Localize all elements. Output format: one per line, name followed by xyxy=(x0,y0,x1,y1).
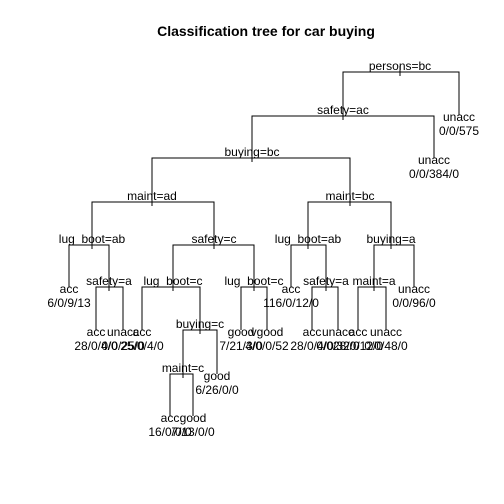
leaf-class-label: acc xyxy=(303,325,322,339)
leaf-counts-label: 28/0/12/0 xyxy=(333,339,383,353)
tree-edge xyxy=(141,286,201,330)
split-label: safety=a xyxy=(303,274,349,288)
tree-edge xyxy=(373,244,415,287)
split-label: persons=bc xyxy=(369,59,431,73)
split-label: buying=a xyxy=(366,232,415,246)
leaf-class-label: good xyxy=(228,325,255,339)
leaf-class-label: acc xyxy=(161,411,180,425)
tree-edge xyxy=(91,201,215,245)
tree-labels: persons=bc safety=ac buying=bc maint=ad lug_… xyxy=(47,59,479,439)
leaf-counts-label: 25/0/4/0 xyxy=(120,339,164,353)
leaf-counts-label: 0/0/32/0 xyxy=(316,339,360,353)
leaf-class-label: unacc xyxy=(418,153,450,167)
leaf-counts-label: 0/0/384/0 xyxy=(409,167,459,181)
split-label: buying=bc xyxy=(224,145,279,159)
leaf-counts-label: 0/0/25/0 xyxy=(101,339,145,353)
leaf-class-label: unacc xyxy=(398,282,430,296)
leaf-class-label: unacc xyxy=(322,325,354,339)
tree-title: Classification tree for car buying xyxy=(157,23,375,39)
leaf-counts-label: 0/0/48/0 xyxy=(364,339,408,353)
leaf-counts-label: 6/0/9/13 xyxy=(47,296,91,310)
split-label: maint=ad xyxy=(127,189,177,203)
split-label: lug_boot=c xyxy=(224,274,283,288)
leaf-class-label: vgood xyxy=(251,325,284,339)
leaf-class-label: acc xyxy=(282,282,301,296)
split-label: lug_boot=ab xyxy=(275,232,342,246)
tree-edge xyxy=(311,286,339,330)
tree-edge xyxy=(169,373,194,416)
split-label: maint=bc xyxy=(325,189,374,203)
leaf-class-label: unacc xyxy=(443,110,475,124)
split-label: maint=c xyxy=(162,361,204,375)
split-label: safety=ac xyxy=(317,103,369,117)
leaf-class-label: acc xyxy=(87,325,106,339)
tree-edge xyxy=(342,71,460,116)
split-label: lug_boot=ab xyxy=(59,232,126,246)
leaf-counts-label: 6/26/0/0 xyxy=(195,383,239,397)
leaf-counts-label: 0/0/96/0 xyxy=(392,296,436,310)
leaf-counts-label: 0/0/575 xyxy=(439,124,479,138)
leaf-class-label: acc xyxy=(349,325,368,339)
tree-edge xyxy=(151,157,351,202)
leaf-class-label: good xyxy=(204,369,231,383)
split-label: maint=a xyxy=(352,274,395,288)
leaf-class-label: good xyxy=(180,411,207,425)
leaf-counts-label: 28/0/4/0 xyxy=(74,339,118,353)
split-label: safety=a xyxy=(86,274,132,288)
tree-edge xyxy=(357,286,387,330)
leaf-class-label: unacc xyxy=(107,325,139,339)
split-label: safety=c xyxy=(191,232,236,246)
leaf-class-label: acc xyxy=(60,282,79,296)
leaf-counts-label: 7/13/0/0 xyxy=(171,425,215,439)
split-label: buying=c xyxy=(176,317,224,331)
tree-edges xyxy=(68,66,460,416)
tree-edge xyxy=(68,244,110,287)
leaf-counts-label: 28/0/4/0 xyxy=(290,339,334,353)
split-label: lug_boot=c xyxy=(143,274,202,288)
leaf-counts-label: 16/0/0/0 xyxy=(148,425,192,439)
leaf-counts-label: 116/0/12/0 xyxy=(263,296,319,310)
tree-edge xyxy=(95,286,124,330)
leaf-class-label: acc xyxy=(133,325,152,339)
leaf-counts-label: 7/21/3/0 xyxy=(219,339,263,353)
leaf-counts-label: 4/0/0/52 xyxy=(245,339,289,353)
leaf-class-label: unacc xyxy=(370,325,402,339)
